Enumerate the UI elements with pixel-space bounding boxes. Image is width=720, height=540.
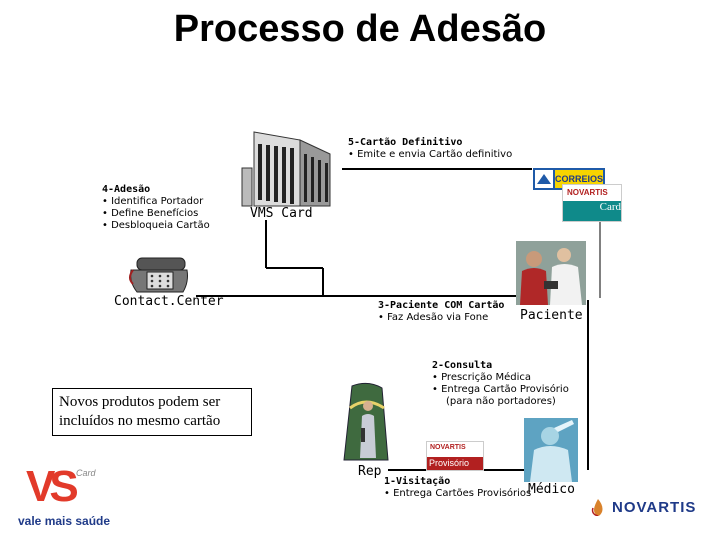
step4-item: Identifica Portador [102,196,210,208]
rep-label: Rep [358,464,382,479]
step5-item: Emite e envia Cartão definitivo [348,149,512,161]
medico-label: Médico [528,482,575,497]
vale-mais-saude-logo: VS Card vale mais saúde [18,462,120,532]
step3-title: 3-Paciente COM Cartão [378,300,505,311]
step4-item: Define Benefícios [102,208,210,220]
page-title: Processo de Adesão [173,8,547,50]
step4-box: 4-Adesão Identifica Portador Define Bene… [102,184,210,232]
provisorio-card: NOVARTIS Provisório [426,441,484,471]
paciente-photo [516,241,586,305]
step1-title: 1-Visitação [384,476,451,487]
correios-logo: CORREIOS [533,168,605,190]
vms-logo-main: VS [26,462,79,511]
step3-item: Faz Adesão via Fone [378,312,504,324]
step5-title: 5-Cartão Definitivo [348,137,463,148]
note-line-2: incluídos no mesmo cartão [59,413,221,429]
building-icon [240,128,332,208]
contact-center-label: Contact.Center [114,294,224,309]
step2-sub: (para não portadores) [446,396,556,407]
step4-title: 4-Adesão [102,184,151,195]
step2-item: Prescrição Médica [432,372,569,384]
novartis-logo: NOVARTIS [590,496,702,520]
novartis-card-brand: NOVARTIS [567,188,608,197]
medico-photo [524,418,578,482]
step4-item: Desbloqueia Cartão [102,220,210,232]
step2-title: 2-Consulta [432,360,493,371]
vms-logo-card: Card [76,468,96,478]
vms-logo-sub: vale mais saúde [18,514,111,528]
vms-card-label: VMS Card [250,206,313,221]
card-word: Card [563,201,621,221]
step5-box: 5-Cartão Definitivo Emite e envia Cartão… [348,137,512,161]
step1-item: Entrega Cartões Provisórios [384,488,531,500]
novartis-flame-icon [590,498,606,516]
step2-box: 2-Consulta Prescrição Médica Entrega Car… [432,360,569,408]
rep-figure [342,378,390,464]
phone-icon [125,252,191,298]
provisorio-word: Provisório [427,457,483,470]
note-box: Novos produtos podem ser incluídos no me… [52,388,252,436]
novartis-card: NOVARTIS Card [562,184,622,222]
paciente-label: Paciente [520,308,583,323]
correios-label: CORREIOS [555,170,603,188]
step1-box: 1-Visitação Entrega Cartões Provisórios [384,476,531,500]
correios-mark-icon [535,170,553,188]
provisorio-brand: NOVARTIS [430,444,466,451]
novartis-logo-text: NOVARTIS [612,499,697,516]
step3-box: 3-Paciente COM Cartão Faz Adesão via Fon… [378,300,504,324]
step2-item: Entrega Cartão Provisório [432,384,569,396]
note-line-1: Novos produtos podem ser [59,394,221,410]
